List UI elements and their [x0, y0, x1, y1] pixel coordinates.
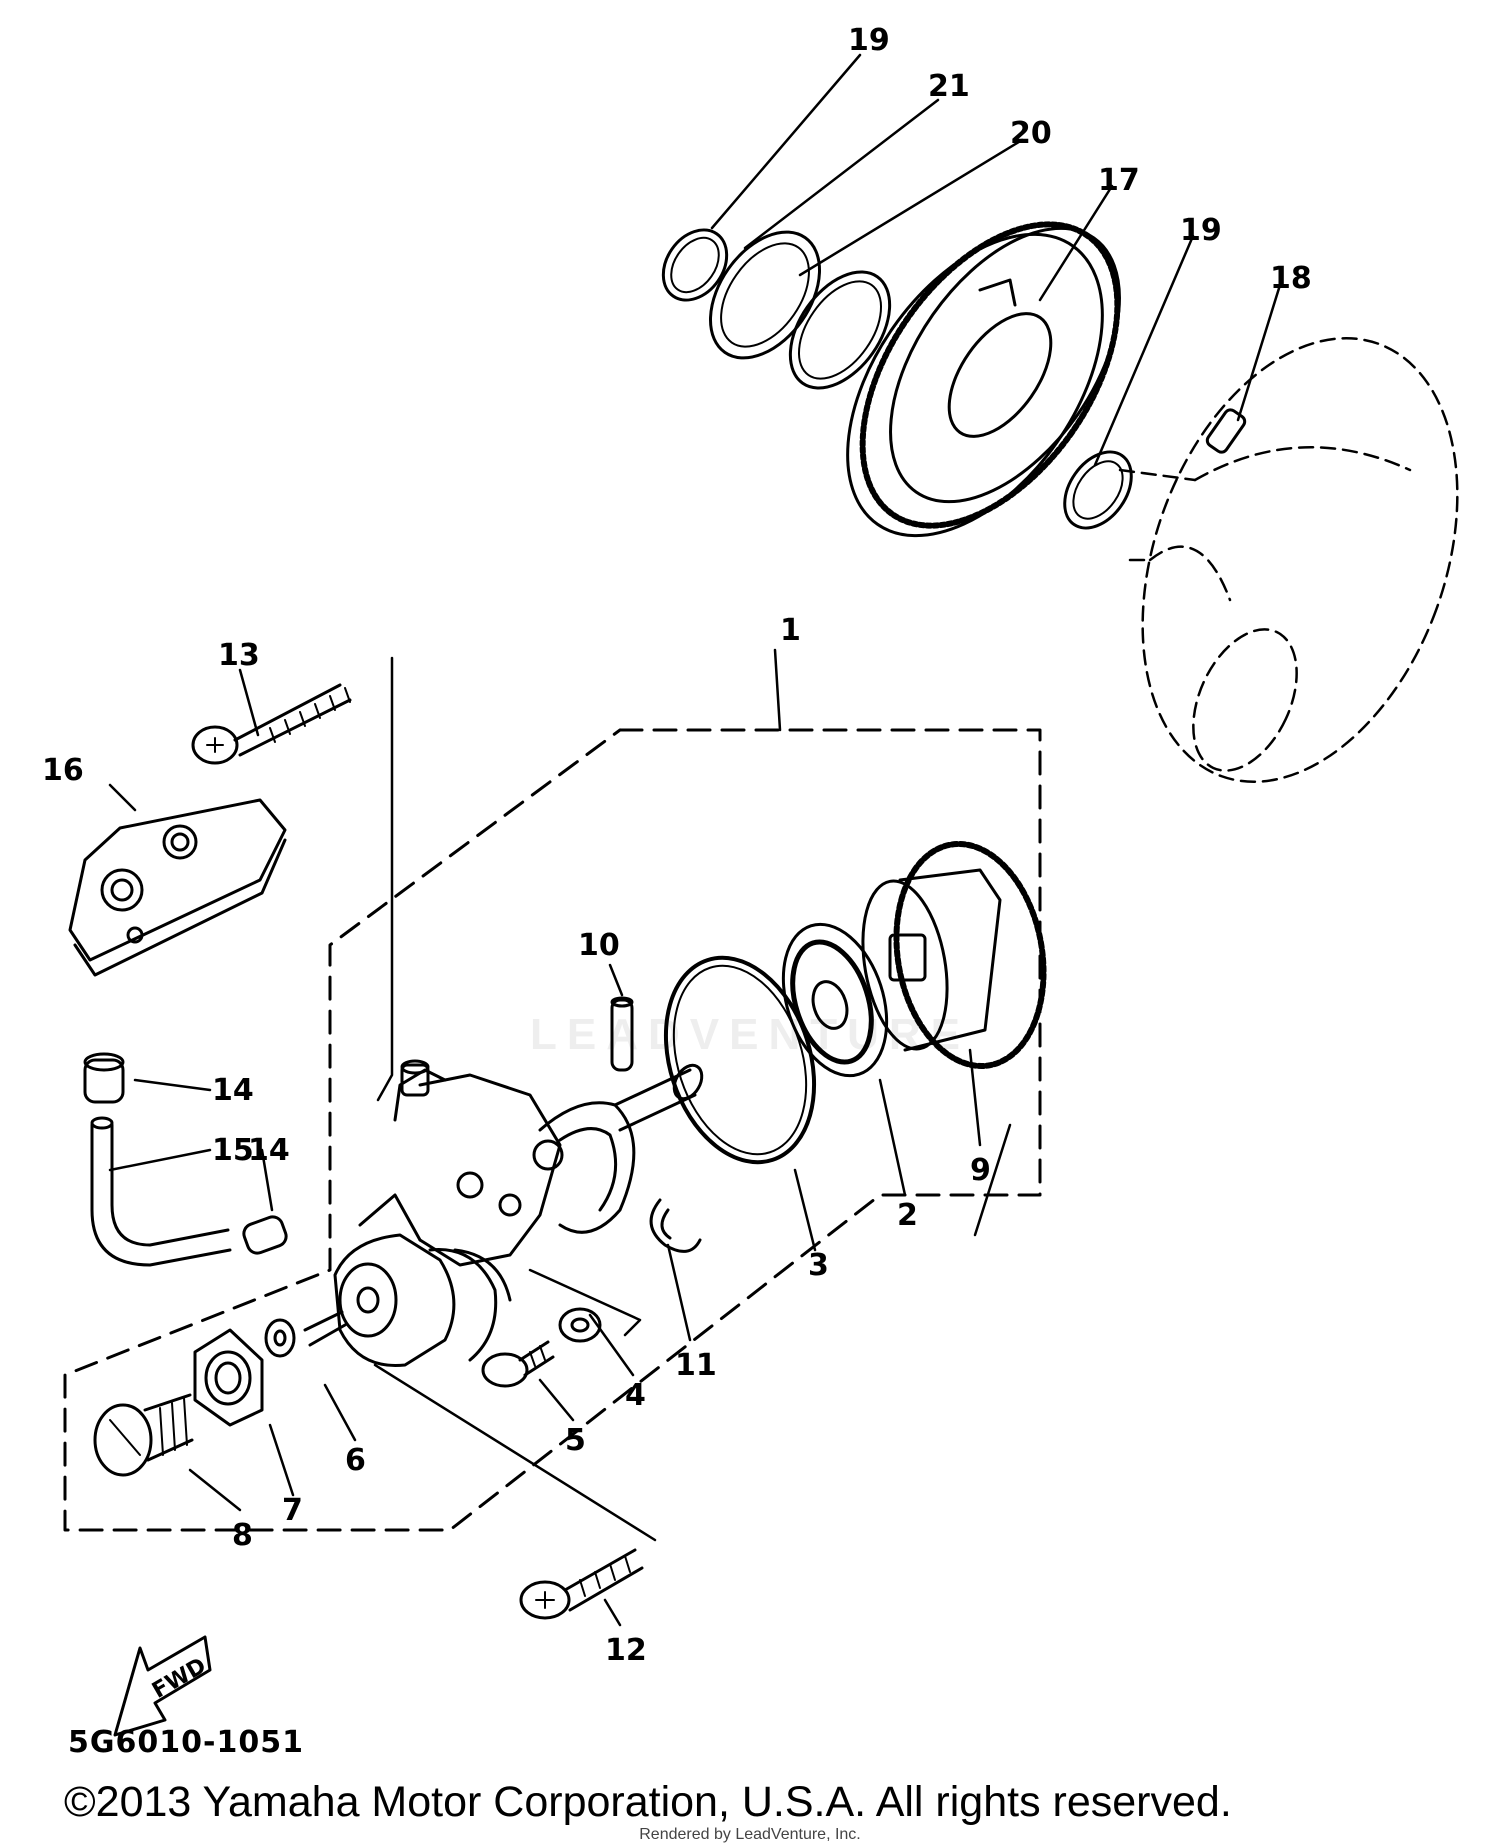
watermark-text: LEADVENTURE: [529, 1010, 971, 1059]
bearing-2: [781, 922, 889, 1078]
callout-21: 21: [928, 69, 970, 104]
callout-14-upper: 14: [212, 1073, 254, 1108]
nut-7: [193, 1328, 264, 1427]
callout-7: 7: [282, 1493, 303, 1528]
fwd-label: FWD: [148, 1653, 210, 1703]
callout-14-lower: 14: [248, 1133, 290, 1168]
collar-14-upper: [83, 1052, 125, 1104]
callout-18: 18: [1270, 261, 1312, 296]
diagram-code: 5G6010-1051: [68, 1725, 304, 1760]
callout-labels: 19 21 20 17 19 18 1 13 16 10 14 15 14 9 …: [42, 23, 1312, 1668]
collar-14-lower: [242, 1215, 288, 1255]
callout-19-top: 19: [848, 23, 890, 58]
washer-4: [558, 1307, 602, 1343]
copyright-notice: ©2013 Yamaha Motor Corporation, U.S.A. A…: [64, 1778, 1232, 1826]
leader-lines: [108, 53, 1282, 1627]
callout-5: 5: [565, 1423, 586, 1458]
callout-15: 15: [212, 1133, 254, 1168]
drive-gear-9: [861, 840, 1047, 1070]
washer-20: [788, 270, 892, 390]
fwd-arrow: [113, 1635, 212, 1737]
dowel-pin-18: [1205, 408, 1247, 454]
circlip-19-right: [1063, 450, 1133, 530]
crankcase-housing: [1118, 337, 1459, 783]
bolt-13: [191, 683, 352, 765]
callout-6: 6: [345, 1443, 366, 1478]
oil-pump-body: [303, 1059, 704, 1368]
screw-5: [481, 1340, 555, 1388]
callout-9: 9: [970, 1153, 991, 1188]
o-ring-3: [663, 955, 817, 1165]
callout-2: 2: [897, 1198, 918, 1233]
pin-10: [610, 996, 634, 1072]
callout-3: 3: [808, 1248, 829, 1283]
callout-12: 12: [605, 1633, 647, 1668]
cover-16: [68, 798, 287, 977]
adjusting-screw-8: [93, 1393, 194, 1477]
callout-10: 10: [578, 928, 620, 963]
callout-4: 4: [625, 1378, 646, 1413]
hose-15: [90, 1116, 232, 1267]
callout-16: 16: [42, 753, 84, 788]
assembly-boundary: [63, 728, 1042, 1532]
callout-19-right: 19: [1180, 213, 1222, 248]
callout-8: 8: [232, 1518, 253, 1553]
clip-11: [649, 1198, 702, 1253]
circlip-19-top: [661, 228, 729, 302]
driven-gear-17: [846, 221, 1121, 538]
callout-1: 1: [780, 613, 801, 648]
callout-17: 17: [1098, 163, 1140, 198]
callout-20: 20: [1010, 116, 1052, 151]
callout-11: 11: [675, 1348, 717, 1383]
washer-21: [708, 230, 822, 360]
washer-6: [264, 1318, 296, 1358]
rendered-by-text: Rendered by LeadVenture, Inc.: [639, 1826, 861, 1843]
bolt-12: [519, 1548, 644, 1620]
callout-13: 13: [218, 638, 260, 673]
